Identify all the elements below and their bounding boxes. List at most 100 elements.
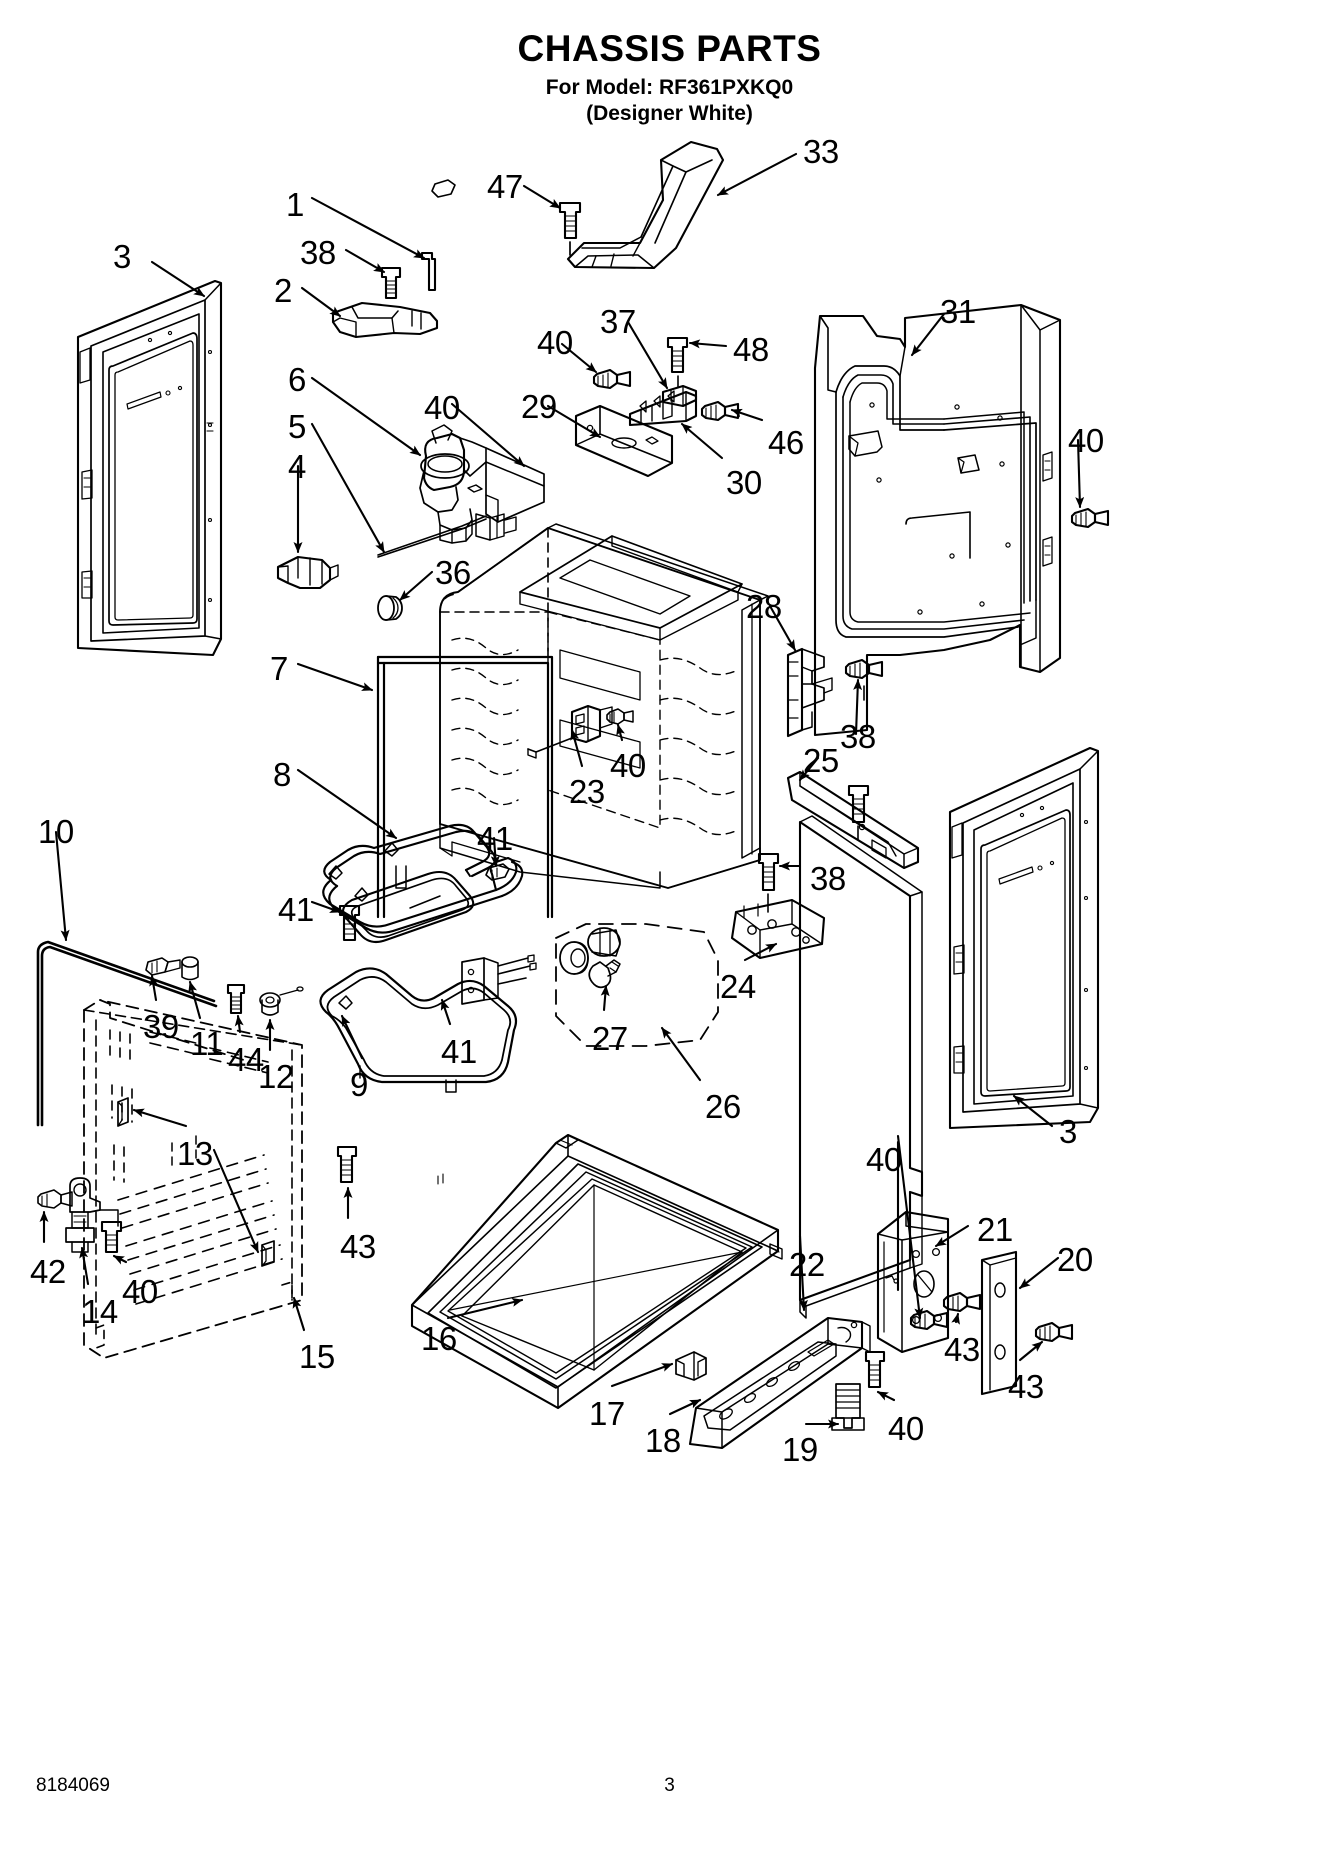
callout-16: 16 bbox=[421, 1320, 457, 1357]
callout-15: 15 bbox=[299, 1338, 335, 1375]
part-screw-38-top bbox=[380, 266, 402, 300]
part-handle-bracket bbox=[566, 140, 725, 270]
part-angle-bracket-28 bbox=[786, 647, 833, 738]
callout-41: 41 bbox=[441, 1033, 477, 1070]
part-screw-40-upper bbox=[592, 368, 632, 390]
callout-7: 7 bbox=[270, 650, 288, 687]
callout-10: 10 bbox=[38, 813, 74, 850]
callout-2: 2 bbox=[274, 272, 292, 309]
callout-1: 1 bbox=[286, 186, 304, 223]
callout-38: 38 bbox=[300, 234, 336, 271]
part-screw-40-switch bbox=[606, 708, 634, 725]
part-screw-43-right-panel bbox=[336, 1145, 358, 1184]
callout-40: 40 bbox=[122, 1273, 158, 1310]
callout-18: 18 bbox=[645, 1422, 681, 1459]
callout-3: 3 bbox=[113, 238, 131, 275]
callout-28: 28 bbox=[746, 588, 782, 625]
part-screw-40-leg bbox=[100, 1220, 123, 1254]
callout-29: 29 bbox=[521, 388, 557, 425]
part-screw-39 bbox=[145, 957, 181, 976]
callout-30: 30 bbox=[726, 464, 762, 501]
part-insulation-panel-15 bbox=[83, 999, 303, 1359]
callout-13: 13 bbox=[177, 1135, 213, 1172]
part-screw-43-plate bbox=[1034, 1321, 1074, 1343]
part-door-outer-frame-left bbox=[76, 279, 223, 657]
part-oven-bottom-panel-16 bbox=[410, 1133, 783, 1410]
callout-37: 37 bbox=[600, 303, 636, 340]
part-screw-43-bracket bbox=[942, 1291, 982, 1313]
callout-26: 26 bbox=[705, 1088, 741, 1125]
part-clip-17 bbox=[675, 1351, 707, 1381]
part-screw-40-rail bbox=[864, 1350, 886, 1389]
part-screw-40-side-panel bbox=[909, 1309, 949, 1331]
part-latch-bracket bbox=[331, 301, 439, 339]
part-strike-plate-20 bbox=[980, 1250, 1018, 1396]
callout-42: 42 bbox=[30, 1253, 66, 1290]
part-support-5-wire bbox=[377, 515, 487, 558]
page-footer: 8184069 3 bbox=[0, 1775, 1339, 1815]
part-leveling-leg-14 bbox=[65, 1177, 119, 1253]
callout-27: 27 bbox=[592, 1020, 628, 1057]
callout-9: 9 bbox=[350, 1066, 368, 1103]
callout-40: 40 bbox=[1068, 422, 1104, 459]
callout-40: 40 bbox=[424, 389, 460, 426]
callout-8: 8 bbox=[273, 756, 291, 793]
part-side-trim-7 bbox=[376, 655, 554, 919]
part-clip-4 bbox=[276, 555, 339, 590]
part-door-outer-frame-right bbox=[948, 746, 1100, 1130]
part-oven-seal-10 bbox=[36, 940, 218, 1127]
callout-43: 43 bbox=[944, 1331, 980, 1368]
part-grommet-12 bbox=[259, 986, 304, 1016]
callout-20: 20 bbox=[1057, 1241, 1093, 1278]
callout-31: 31 bbox=[940, 293, 976, 330]
callout-24: 24 bbox=[720, 968, 756, 1005]
part-screw-46 bbox=[700, 400, 740, 422]
page-title: CHASSIS PARTS bbox=[517, 28, 822, 69]
part-blower-motor-assembly bbox=[419, 424, 545, 544]
callout-33: 33 bbox=[803, 133, 839, 170]
part-bracket-29 bbox=[574, 404, 674, 478]
callout-40: 40 bbox=[888, 1410, 924, 1447]
part-screw-38-brace bbox=[847, 784, 870, 841]
part-bushing-11 bbox=[181, 956, 199, 981]
callout-12: 12 bbox=[258, 1058, 294, 1095]
callout-23: 23 bbox=[569, 773, 605, 810]
footer-page-number: 3 bbox=[664, 1775, 675, 1796]
callout-4: 4 bbox=[288, 448, 306, 485]
part-screw-38-plate bbox=[757, 852, 780, 913]
callout-43: 43 bbox=[1008, 1368, 1044, 1405]
callout-6: 6 bbox=[288, 361, 306, 398]
callout-22: 22 bbox=[789, 1246, 825, 1283]
callout-40: 40 bbox=[610, 747, 646, 784]
part-screw-41-upper bbox=[485, 863, 510, 881]
color-line: (Designer White) bbox=[586, 101, 753, 125]
part-screw-48 bbox=[666, 336, 689, 388]
part-screw-38-bracket bbox=[844, 658, 884, 701]
callout-40: 40 bbox=[537, 324, 573, 361]
part-screw-42 bbox=[37, 1189, 73, 1209]
callout-25: 25 bbox=[803, 742, 839, 779]
part-switch-23 bbox=[527, 704, 613, 759]
title-block: CHASSIS PARTS For Model: RF361PXKQ0 (Des… bbox=[0, 28, 1339, 127]
callout-11: 11 bbox=[190, 1025, 224, 1062]
callout-21: 21 bbox=[977, 1211, 1013, 1248]
callout-48: 48 bbox=[733, 331, 769, 368]
part-drawer-rail-18 bbox=[688, 1316, 871, 1450]
callout-17: 17 bbox=[589, 1395, 625, 1432]
callout-36: 36 bbox=[435, 554, 471, 591]
part-hinge-pin bbox=[420, 251, 437, 292]
part-mounting-plate-24 bbox=[730, 898, 826, 960]
footer-part-number: 8184069 bbox=[36, 1775, 110, 1796]
part-screw-47 bbox=[558, 201, 582, 256]
callout-43: 43 bbox=[340, 1228, 376, 1265]
callout-38: 38 bbox=[840, 718, 876, 755]
part-oven-cavity bbox=[439, 523, 769, 889]
callout-3: 3 bbox=[1059, 1113, 1077, 1150]
part-screw-40-right bbox=[1070, 507, 1110, 529]
callout-41: 41 bbox=[278, 891, 314, 928]
callout-39: 39 bbox=[143, 1008, 179, 1045]
callout-14: 14 bbox=[82, 1293, 118, 1330]
part-lamp-cover-26-region bbox=[555, 923, 719, 1047]
